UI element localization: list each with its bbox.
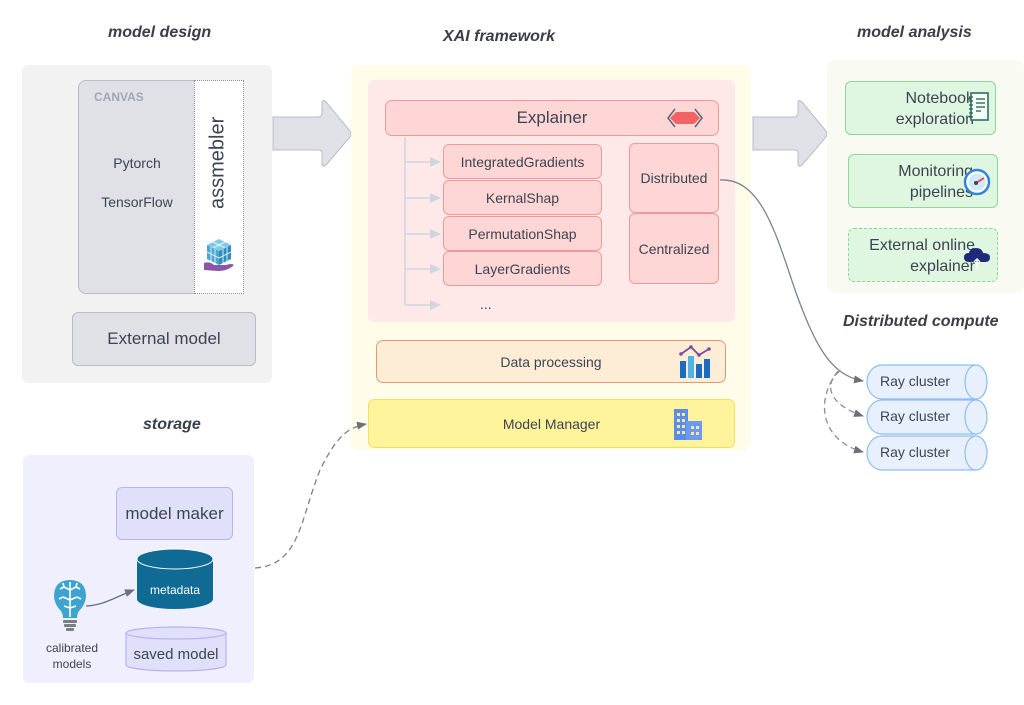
analysis-external-online-explainer[interactable]: External online explainer — [848, 228, 998, 282]
framework-tensorflow: TensorFlow — [101, 194, 173, 210]
section-title-storage: storage — [143, 416, 201, 433]
canvas-label: CANVAS — [94, 90, 144, 104]
double-arrow-icon — [665, 106, 705, 130]
chart-icon — [677, 344, 713, 380]
ray-cluster-label: Ray cluster — [880, 444, 951, 460]
cloud-upload-icon — [963, 246, 991, 276]
ray-cluster-3[interactable]: Ray cluster — [866, 435, 990, 471]
connector-dashed-ray-2 — [829, 370, 864, 417]
analysis-monitoring-pipelines[interactable]: Monitoring pipelines — [848, 154, 998, 208]
metadata-database-icon[interactable] — [136, 548, 214, 610]
cylinder-icon — [866, 435, 988, 471]
lightbulb-brain-icon — [52, 578, 88, 634]
notebook-line2: exploration — [895, 111, 974, 128]
notebook-icon — [968, 91, 990, 129]
ray-cluster-label: Ray cluster — [880, 373, 951, 389]
data-processing-label: Data processing — [500, 353, 602, 370]
monitoring-line2: pipelines — [909, 184, 973, 201]
assembler-label: assmebler — [206, 116, 229, 210]
model-maker-box[interactable]: model maker — [116, 487, 233, 540]
method-layer-gradients[interactable]: LayerGradients — [443, 251, 602, 286]
flow-arrow-design-to-xai — [272, 100, 352, 167]
calibrated-models-label: calibrated models — [45, 641, 99, 671]
cylinder-icon — [866, 399, 988, 435]
ray-cluster-label: Ray cluster — [880, 408, 951, 424]
monitoring-line1: Monitoring — [898, 163, 973, 180]
connector-dashed-ray-3 — [823, 370, 864, 454]
method-permutation-shap[interactable]: PermutationShap — [443, 216, 602, 251]
ray-cluster-2[interactable]: Ray cluster — [866, 399, 990, 435]
metadata-label: metadata — [149, 583, 201, 597]
model-manager-box[interactable]: Model Manager — [368, 399, 735, 448]
section-title-model-design: model design — [108, 24, 212, 41]
external-online-line1: External online — [869, 237, 975, 254]
external-online-line2: explainer — [910, 258, 975, 275]
external-model-box[interactable]: External model — [72, 312, 256, 366]
section-title-model-analysis: model analysis — [857, 24, 972, 41]
section-title-distributed-compute: Distributed compute — [843, 313, 999, 330]
notebook-line1: Notebook — [905, 90, 975, 107]
connector-storage-to-model-manager — [254, 421, 367, 569]
mode-distributed[interactable]: Distributed — [629, 143, 719, 213]
analysis-notebook-exploration[interactable]: Notebook exploration — [845, 81, 996, 135]
more-methods-ellipsis: ... — [480, 296, 492, 312]
flow-arrow-xai-to-analysis — [752, 100, 828, 167]
method-integrated-gradients[interactable]: IntegratedGradients — [443, 144, 602, 179]
saved-model-database-icon[interactable] — [125, 626, 227, 672]
framework-pytorch: Pytorch — [113, 155, 161, 171]
model-manager-label: Model Manager — [502, 415, 601, 432]
cylinder-icon — [866, 364, 988, 400]
speedometer-icon — [963, 168, 991, 202]
building-icon — [672, 407, 704, 441]
method-kernal-shap[interactable]: KernalShap — [443, 180, 602, 215]
mode-centralized[interactable]: Centralized — [629, 213, 719, 284]
explainer-header[interactable]: Explainer — [385, 100, 719, 136]
cube-hand-icon — [202, 237, 236, 273]
ray-cluster-1[interactable]: Ray cluster — [866, 364, 990, 400]
section-title-xai-framework: XAI framework — [443, 28, 556, 45]
data-processing-box[interactable]: Data processing — [376, 340, 726, 383]
explainer-label: Explainer — [516, 108, 588, 127]
saved-model-label: saved model — [133, 646, 219, 663]
